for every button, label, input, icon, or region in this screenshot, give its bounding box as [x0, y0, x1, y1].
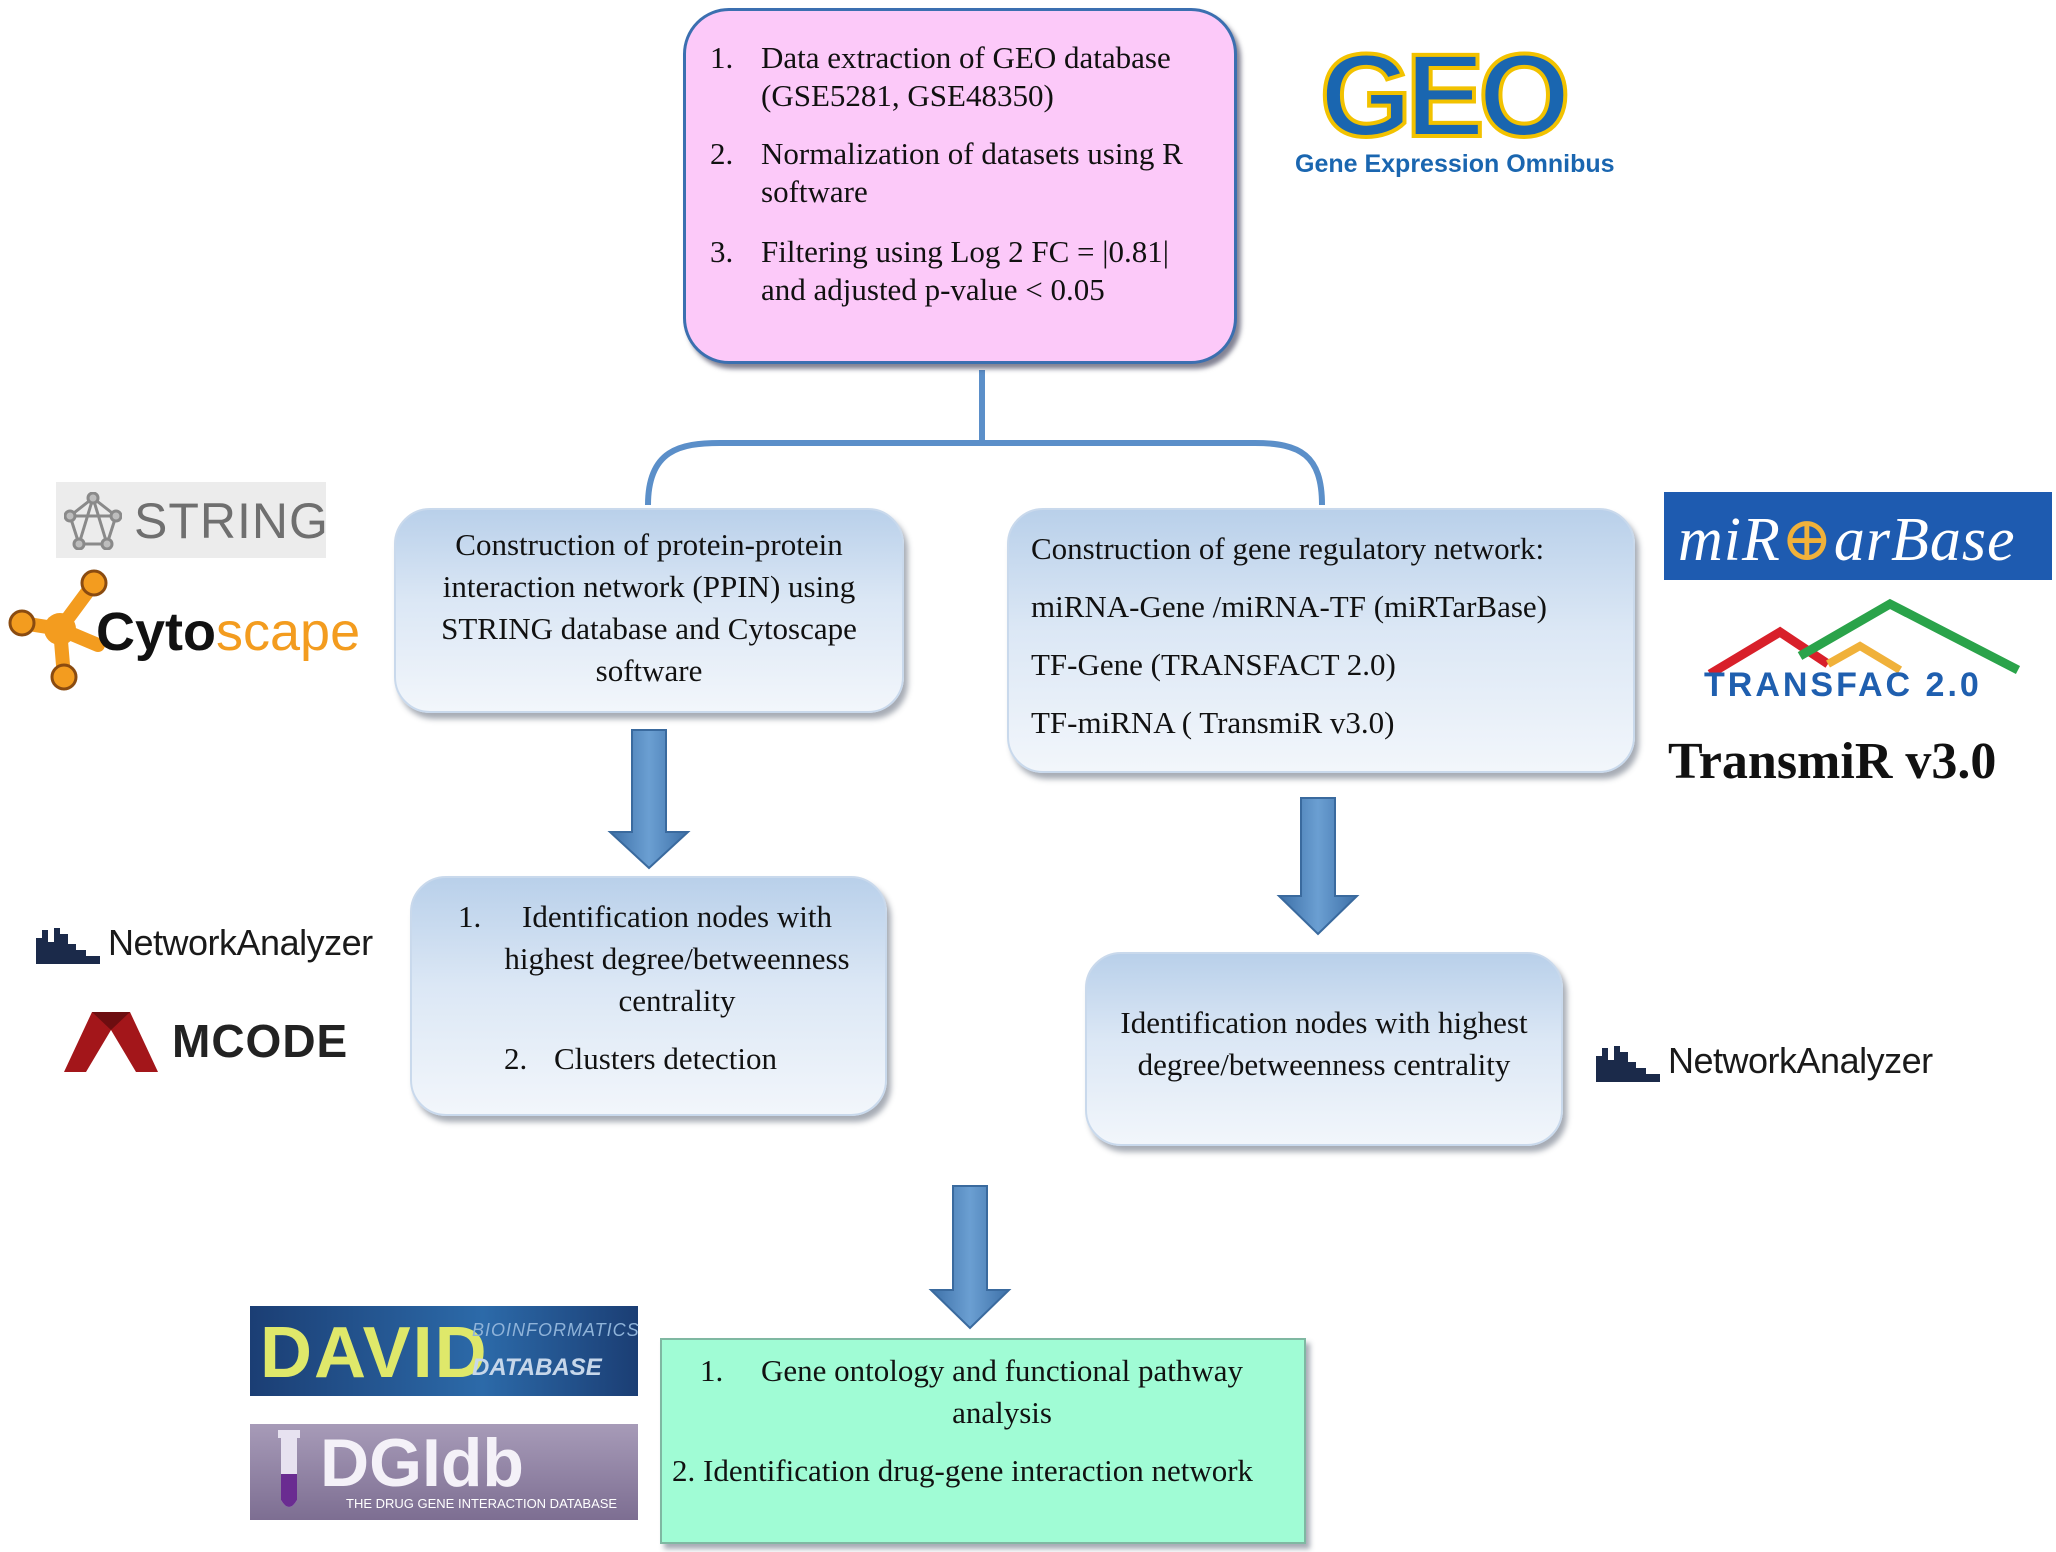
mirtarbase-target-icon: ⊕ [1780, 506, 1834, 574]
final-item1-line-2: analysis [952, 1395, 1052, 1430]
down-arrow-right [1276, 797, 1360, 936]
step-2-line2: software [761, 174, 868, 209]
transmir-logo: TransmiR v3.0 [1668, 733, 1997, 790]
hub-left-item1-number: 1. [458, 899, 482, 934]
dgidb-vial-icon [278, 1430, 300, 1507]
cytoscape-wordmark-b: scape [216, 602, 361, 662]
ppin-line-1: Construction of protein-protein [455, 527, 843, 562]
hub-clusters-box: 1. Identification nodes with highest deg… [410, 876, 887, 1116]
cytoscape-wordmark: Cytoscape [96, 601, 360, 663]
grn-line-4: TF-miRNA ( TransmiR v3.0) [1031, 705, 1395, 740]
string-network-icon [64, 492, 122, 550]
step-1-number: 1. [710, 40, 734, 75]
ppin-text: Construction of protein-protein interact… [396, 526, 902, 690]
hub-left-line-1: Identification nodes with [522, 899, 832, 934]
david-subtitle-2: DATABASE [472, 1354, 602, 1381]
transfac-wordmark: TRANSFAC 2.0 [1704, 666, 1982, 704]
final-item1-number: 1. [700, 1353, 724, 1388]
transfac-logo: TRANSFAC 2.0 [1700, 596, 2020, 706]
geo-logo: GEO Gene Expression Omnibus [1290, 28, 1620, 190]
hub-right-text: Identification nodes with highest degree… [1087, 1004, 1561, 1084]
step-1-line1: Data extraction of GEO database [761, 40, 1171, 75]
ppin-line-4: software [595, 653, 703, 688]
mcode-wordmark: MCODE [172, 1015, 349, 1067]
dgidb-wordmark: DGIdb [320, 1425, 524, 1501]
grn-line-2: miRNA-Gene /miRNA-TF (miRTarBase) [1031, 589, 1547, 624]
dgidb-logo: DGIdb THE DRUG GENE INTERACTION DATABASE [250, 1424, 638, 1520]
dgidb-subtitle: THE DRUG GENE INTERACTION DATABASE [346, 1496, 618, 1511]
mirtarbase-logo: miR⊕arBase [1664, 492, 2052, 580]
cytoscape-wordmark-a: Cyto [96, 602, 216, 662]
david-subtitle-1: BIOINFORMATICS [472, 1320, 640, 1340]
down-arrow-bottom [928, 1185, 1012, 1330]
grn-construction-box: Construction of gene regulatory network:… [1007, 508, 1635, 773]
transfac-arch-icon [1707, 598, 2020, 676]
step-2-number: 2. [710, 136, 734, 171]
mcode-chevron-icon [64, 1012, 158, 1072]
david-logo: DAVID BIOINFORMATICS DATABASE [250, 1306, 640, 1396]
hub-centrality-box: Identification nodes with highest degree… [1085, 952, 1563, 1146]
david-wordmark: DAVID [260, 1313, 489, 1393]
mirtarbase-wordmark: miR⊕arBase [1678, 502, 2015, 576]
connector-branch [645, 440, 1325, 506]
final-item1-text: Gene ontology and functional pathway ana… [722, 1352, 1282, 1432]
step-1-line2: (GSE5281, GSE48350) [761, 78, 1054, 113]
mirtarbase-wordmark-a: miR [1678, 506, 1781, 574]
ppin-construction-box: Construction of protein-protein interact… [394, 508, 904, 713]
string-logo: STRING [56, 482, 329, 558]
step-2-line1: Normalization of datasets using R [761, 136, 1183, 171]
networkanalyzer-left-wordmark: NetworkAnalyzer [108, 922, 373, 963]
cytoscape-logo: Cytoscape [4, 565, 374, 695]
networkanalyzer-right-wordmark: NetworkAnalyzer [1668, 1040, 1933, 1081]
networkanalyzer-logo-right: NetworkAnalyzer [1596, 1036, 1956, 1088]
grn-line-1: Construction of gene regulatory network: [1031, 531, 1545, 566]
final-item2: 2. Identification drug-gene interaction … [672, 1453, 1254, 1488]
hub-left-line-2: highest degree/betweenness [504, 941, 850, 976]
hub-right-line-1: Identification nodes with highest [1120, 1005, 1528, 1040]
hub-left-item1-text: Identification nodes with highest degree… [482, 898, 872, 1020]
step-3-number: 3. [710, 234, 734, 269]
hub-left-line-3: centrality [618, 983, 736, 1018]
ppin-line-3: STRING database and Cytoscape [441, 611, 857, 646]
ppin-line-2: interaction network (PPIN) using [442, 569, 856, 604]
data-extraction-box: 1. Data extraction of GEO database (GSE5… [683, 8, 1237, 364]
step-3-line2: and adjusted p-value < 0.05 [761, 272, 1105, 307]
string-wordmark: STRING [134, 493, 329, 549]
final-item1-line-1: Gene ontology and functional pathway [760, 1353, 1244, 1388]
cytoscape-icon [8, 569, 108, 691]
mcode-logo: MCODE [64, 1010, 364, 1074]
geo-subtitle: Gene Expression Omnibus [1295, 150, 1615, 178]
mirtarbase-wordmark-b: arBase [1833, 506, 2016, 574]
hub-left-item2-number: 2. [504, 1041, 528, 1076]
hub-left-item2-text: Clusters detection [554, 1041, 777, 1076]
step-3-line1: Filtering using Log 2 FC = |0.81| [761, 234, 1169, 269]
networkanalyzer-histogram-icon [36, 928, 100, 964]
networkanalyzer-logo-left: NetworkAnalyzer [36, 918, 396, 970]
down-arrow-left [607, 729, 691, 870]
networkanalyzer-histogram-icon [1596, 1046, 1660, 1082]
geo-wordmark: GEO [1318, 28, 1572, 164]
functional-analysis-box: 1. Gene ontology and functional pathway … [660, 1338, 1306, 1544]
hub-right-line-2: degree/betweenness centrality [1137, 1047, 1511, 1082]
grn-line-3: TF-Gene (TRANSFACT 2.0) [1031, 647, 1396, 682]
